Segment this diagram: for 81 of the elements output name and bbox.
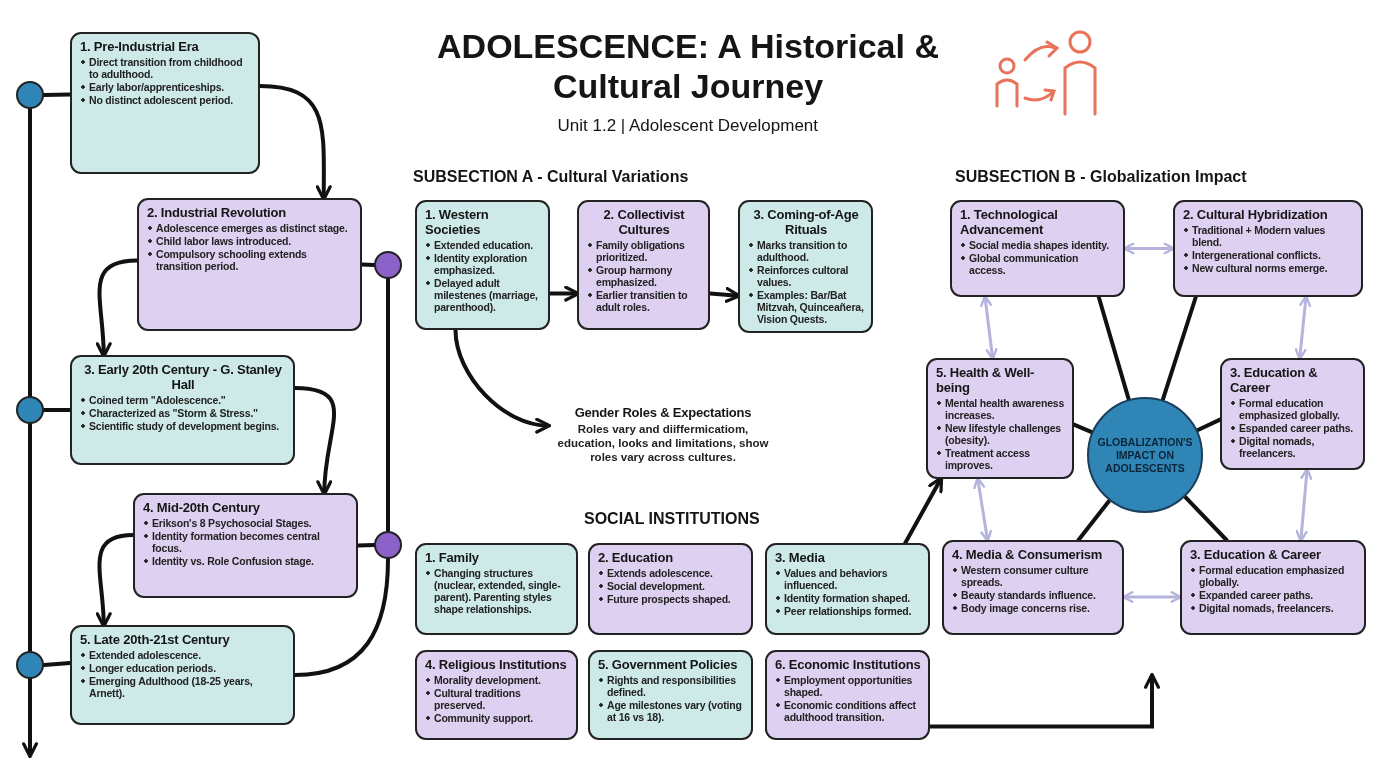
connector-line bbox=[42, 408, 72, 412]
info-card bbox=[738, 200, 873, 333]
timeline-dot bbox=[374, 531, 402, 559]
connector-line bbox=[1076, 498, 1112, 542]
info-card bbox=[577, 200, 710, 330]
card-heading: 6. Economic Institutions bbox=[775, 657, 921, 672]
body-text: Roles vary and diiffermicatiom, education, looks and limitations, show roles vary across cultures. bbox=[556, 422, 770, 464]
connector-line bbox=[293, 557, 390, 677]
card-heading: 1. Family bbox=[425, 550, 480, 565]
card-heading: 2. Education bbox=[598, 550, 674, 565]
info-card bbox=[415, 543, 578, 635]
card-heading: 4. Media & Consumerism bbox=[952, 547, 1104, 562]
connector-line bbox=[42, 661, 72, 667]
info-card bbox=[137, 198, 362, 331]
card-heading: 3. Education & Career bbox=[1230, 365, 1319, 395]
bullet-text: Delayed adult milestenes (marriage, parenthood). bbox=[425, 277, 541, 313]
subtitle: Unit 1.2 | Adolescent Development bbox=[557, 116, 818, 136]
section-heading: SUBSECTION A - Cultural Variations bbox=[413, 168, 689, 186]
card-heading: 3. Education & Career bbox=[1190, 547, 1322, 562]
info-card bbox=[415, 650, 578, 740]
timeline-dot bbox=[16, 396, 44, 424]
card-heading: Gender Roles & Expectations bbox=[573, 405, 753, 420]
info-card bbox=[70, 625, 295, 725]
double-arrow bbox=[980, 294, 998, 361]
bullet-text: Age milestones vary (voting at 16 vs 18). bbox=[598, 699, 744, 723]
arrow bbox=[903, 476, 944, 545]
card-heading: 5. Late 20th-21st Century bbox=[80, 632, 231, 647]
double-arrow bbox=[1295, 467, 1313, 543]
card-heading: 2. Cultural Hybridization bbox=[1183, 207, 1329, 222]
connector-line bbox=[356, 543, 376, 548]
arrow bbox=[22, 677, 38, 759]
info-card bbox=[588, 650, 753, 740]
info-card bbox=[133, 493, 358, 598]
connector-line bbox=[28, 422, 32, 653]
info-card bbox=[765, 543, 930, 635]
section-heading: SOCIAL INSTITUTIONS bbox=[584, 510, 760, 528]
section-heading: SUBSECTION B - Globalization Impact bbox=[955, 168, 1247, 186]
bullet-text: Examples: Bar/Bat Mitzvah, Quinceañera, Vision Quests. bbox=[748, 289, 864, 325]
card-heading: 2. Industrial Revolution bbox=[147, 205, 287, 220]
connector-line bbox=[1072, 422, 1094, 435]
info-card bbox=[1180, 540, 1366, 635]
timeline-dot bbox=[374, 251, 402, 279]
card-heading: 2. Collectivist Cultures bbox=[602, 207, 686, 237]
info-card bbox=[415, 200, 550, 330]
card-heading: 1. Western Societies bbox=[425, 207, 490, 237]
info-card bbox=[1173, 200, 1363, 297]
connector-line bbox=[42, 92, 72, 97]
connector-line bbox=[386, 277, 390, 533]
info-card bbox=[70, 32, 260, 174]
card-heading: 3. Coming-of-Age Rituals bbox=[752, 207, 860, 237]
connector-line bbox=[28, 107, 32, 398]
card-heading: 4. Mid-20th Century bbox=[143, 500, 261, 515]
connector-line bbox=[1195, 417, 1222, 433]
double-arrow bbox=[1294, 294, 1312, 361]
card-heading: 5. Government Policies bbox=[598, 657, 739, 672]
connector-line bbox=[1096, 295, 1131, 402]
card-heading: 4. Religious Institutions bbox=[425, 657, 568, 672]
card-heading: 3. Media bbox=[775, 550, 826, 565]
double-arrow bbox=[973, 476, 993, 543]
timeline-dot bbox=[16, 651, 44, 679]
card-heading: 1. Pre-Industrial Era bbox=[80, 39, 200, 54]
info-card bbox=[1220, 358, 1365, 470]
card-heading: 5. Health & Well-being bbox=[936, 365, 1036, 395]
info-card bbox=[70, 355, 295, 465]
info-card bbox=[588, 543, 753, 635]
connector-line bbox=[1183, 494, 1229, 542]
bullet-text: Espanded career paths. bbox=[1230, 422, 1356, 434]
timeline-dot bbox=[16, 81, 44, 109]
arrow bbox=[928, 672, 1160, 729]
connector-line bbox=[1160, 295, 1198, 402]
arrow bbox=[453, 328, 552, 433]
info-card bbox=[765, 650, 930, 740]
card-heading: 3. Early 20th Century - G. Stanley Hall bbox=[83, 362, 283, 392]
info-card bbox=[950, 200, 1125, 297]
card-heading: 1. Technological Advancement bbox=[960, 207, 1059, 237]
info-card bbox=[926, 358, 1074, 479]
connector-line bbox=[360, 262, 376, 267]
bullet-text: Mental health awareness increases. bbox=[936, 397, 1065, 421]
info-card bbox=[942, 540, 1124, 635]
hub-circle: GLOBALIZATION'S IMPACT ON ADOLESCENTS bbox=[1087, 397, 1203, 513]
diagram-title: ADOLESCENCE: A Historical & Cultural Journey bbox=[436, 26, 940, 106]
